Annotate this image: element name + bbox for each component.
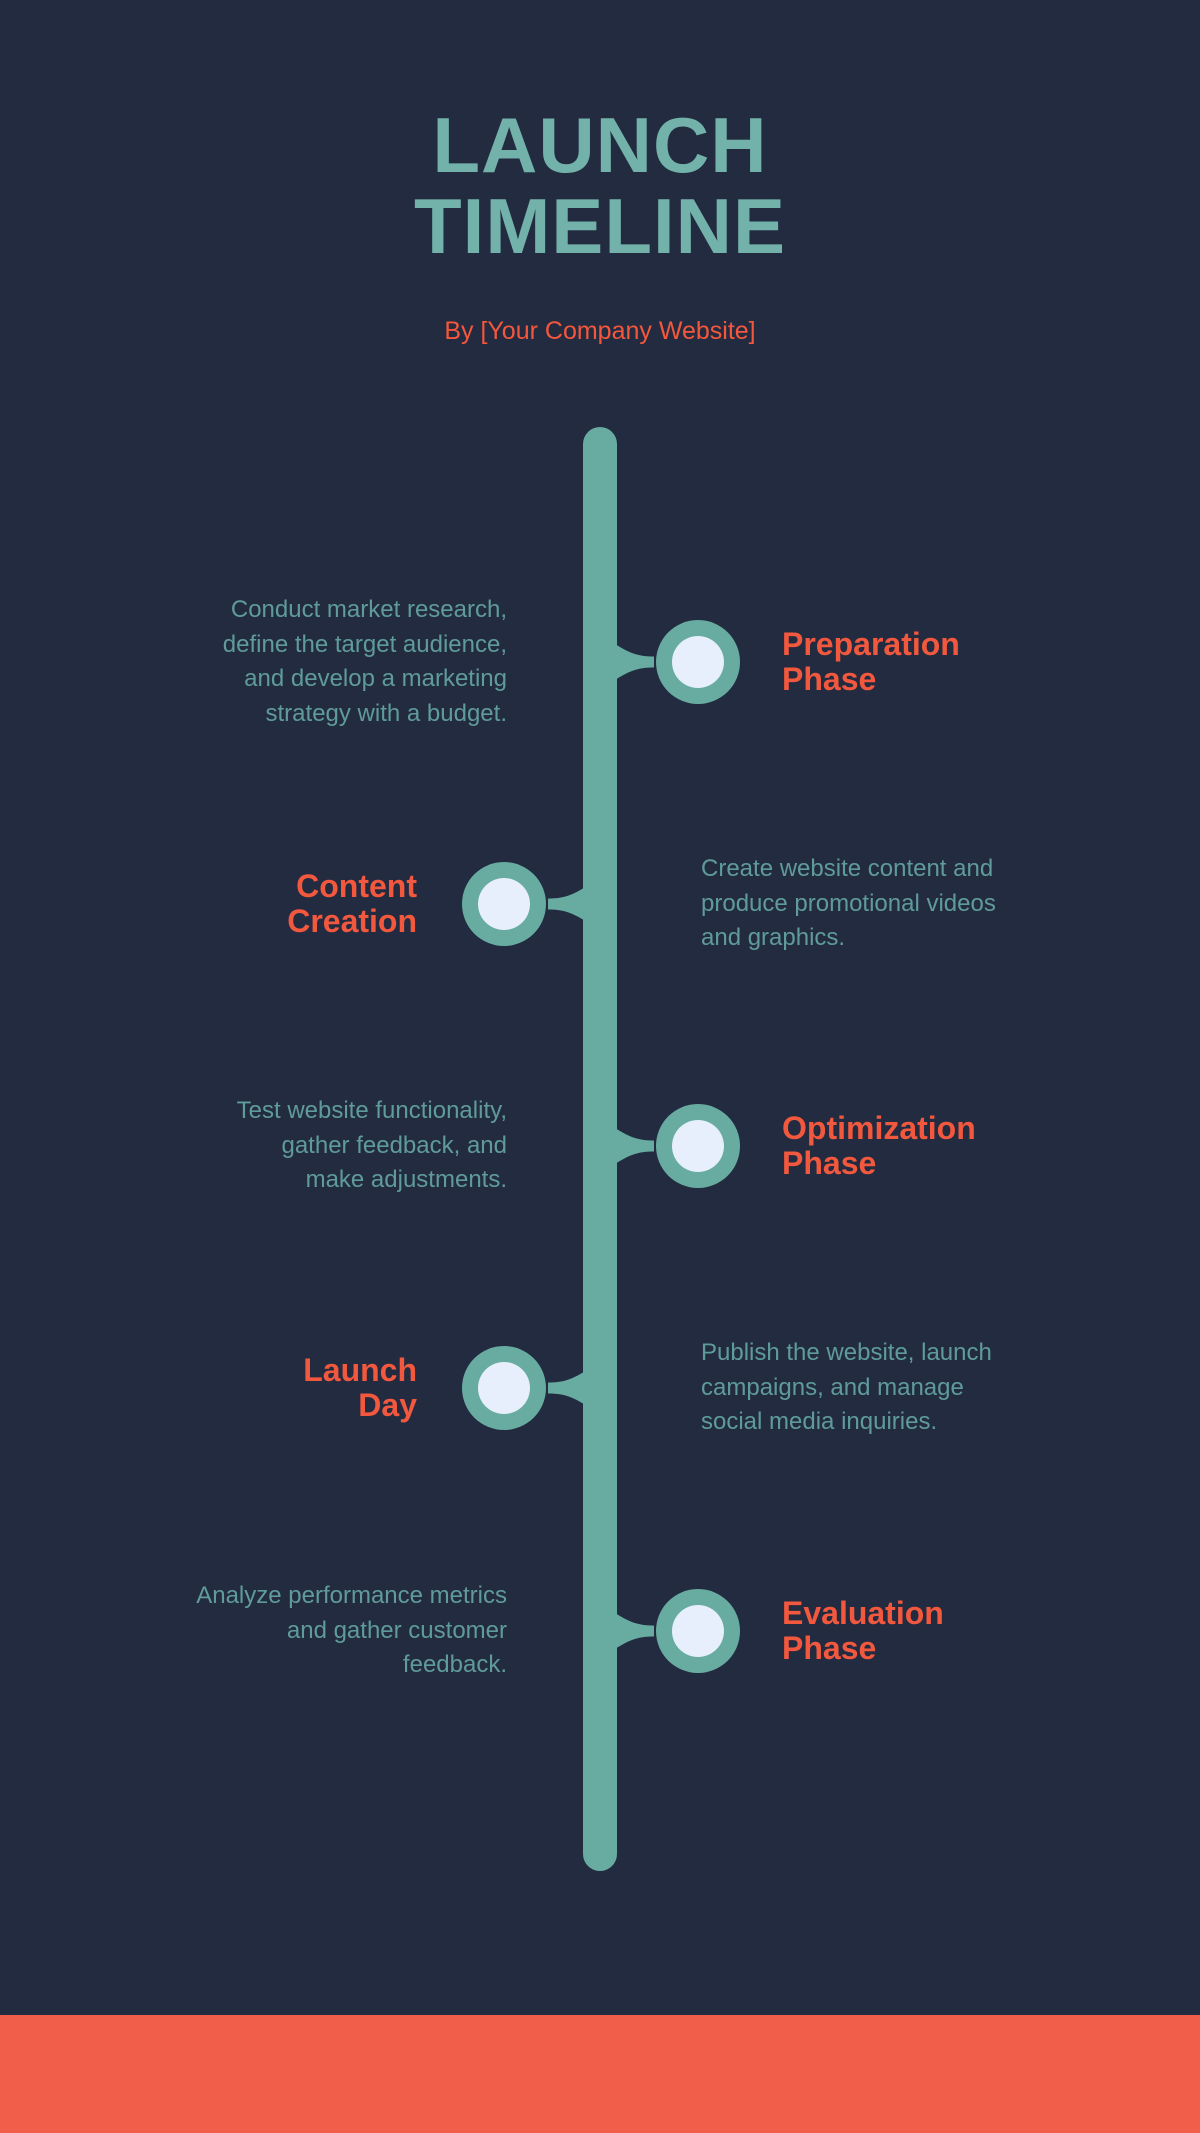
- milestone-title-text: Content Creation: [287, 868, 417, 939]
- milestone-title-text: Launch Day: [303, 1352, 417, 1423]
- page-title: LAUNCH TIMELINE: [414, 101, 786, 270]
- page-subtitle: By [Your Company Website]: [444, 317, 756, 345]
- milestone-description-text: Conduct market research, define the targ…: [222, 596, 507, 727]
- milestone-description-text: Create website content and produce promo…: [701, 855, 996, 952]
- milestone-description-text: Analyze performance metrics and gather c…: [196, 1582, 507, 1679]
- timeline-node-icon: [612, 1589, 740, 1673]
- milestone-title-text: Evaluation Phase: [782, 1595, 944, 1666]
- milestone-4-title: Launch Day: [0, 1308, 417, 1468]
- milestone-title-text: Preparation Phase: [782, 626, 960, 697]
- milestone-3-description: Test website functionality, gather feedb…: [67, 1066, 507, 1226]
- footer-accent-band: [0, 2015, 1200, 2133]
- milestone-2-title: Content Creation: [0, 824, 417, 984]
- timeline-node-icon: [462, 1346, 590, 1430]
- milestone-2-description: Create website content and produce promo…: [701, 824, 1121, 984]
- timeline-node-icon: [612, 1104, 740, 1188]
- milestone-3-title: Optimization Phase: [782, 1066, 1162, 1226]
- milestone-5-title: Evaluation Phase: [782, 1551, 1162, 1711]
- milestone-1-title: Preparation Phase: [782, 582, 1162, 742]
- milestone-description-text: Test website functionality, gather feedb…: [236, 1097, 507, 1194]
- timeline-node-icon: [612, 620, 740, 704]
- milestone-4-description: Publish the website, launch campaigns, a…: [701, 1308, 1121, 1468]
- milestone-5-description: Analyze performance metrics and gather c…: [67, 1551, 507, 1711]
- milestone-description-text: Publish the website, launch campaigns, a…: [701, 1339, 992, 1436]
- timeline-spine: [583, 427, 617, 1871]
- milestone-title-text: Optimization Phase: [782, 1110, 976, 1181]
- timeline-node-icon: [462, 862, 590, 946]
- milestone-1-description: Conduct market research, define the targ…: [67, 582, 507, 742]
